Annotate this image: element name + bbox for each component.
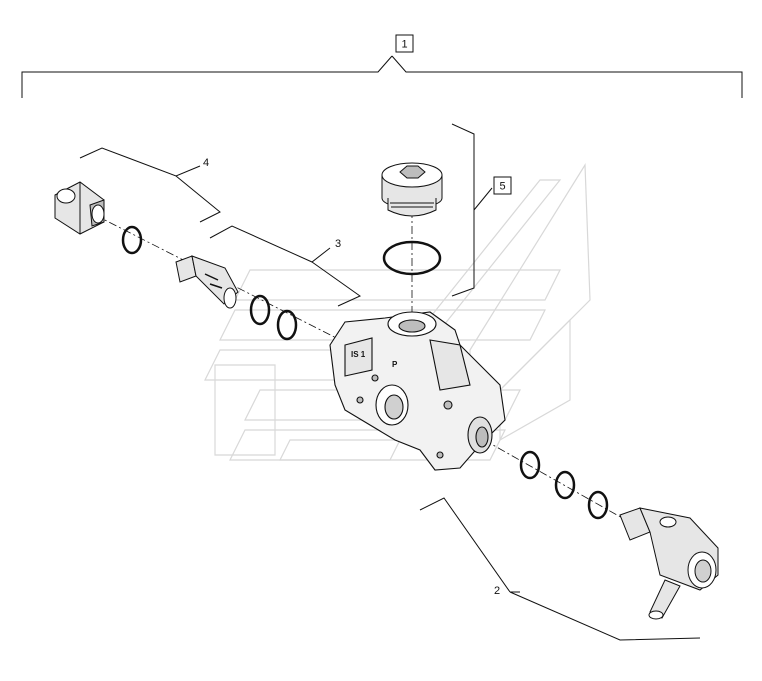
assembly-bracket: [21, 34, 743, 98]
callout-4-bracket: [79, 147, 221, 223]
body-stamp-is: IS 1: [351, 350, 366, 359]
o-ring-5: [382, 240, 442, 276]
o-ring-3b: [276, 309, 298, 341]
callout-2-label: 2: [494, 585, 500, 597]
port-plug: [381, 162, 443, 217]
plug-fitting: [54, 181, 105, 235]
cartridge-valve: [175, 255, 239, 309]
o-ring-2c: [587, 490, 609, 520]
callout-3-bracket: [209, 225, 361, 307]
callout-5-label: 5: [499, 181, 505, 193]
lever-valve: [619, 507, 719, 620]
callout-3-label: 3: [335, 238, 341, 250]
o-ring-4: [121, 225, 143, 255]
callout-1-label: 1: [401, 39, 407, 51]
o-ring-2b: [554, 470, 576, 500]
o-ring-3a: [249, 294, 271, 326]
center-lines: [94, 210, 641, 529]
callout-5-bracket: [451, 123, 512, 297]
o-ring-2a: [519, 450, 541, 480]
callout-2-bracket: [419, 497, 701, 641]
body-stamp-p: P: [392, 360, 398, 369]
callout-4-label: 4: [203, 157, 209, 169]
valve-body: [329, 311, 506, 471]
